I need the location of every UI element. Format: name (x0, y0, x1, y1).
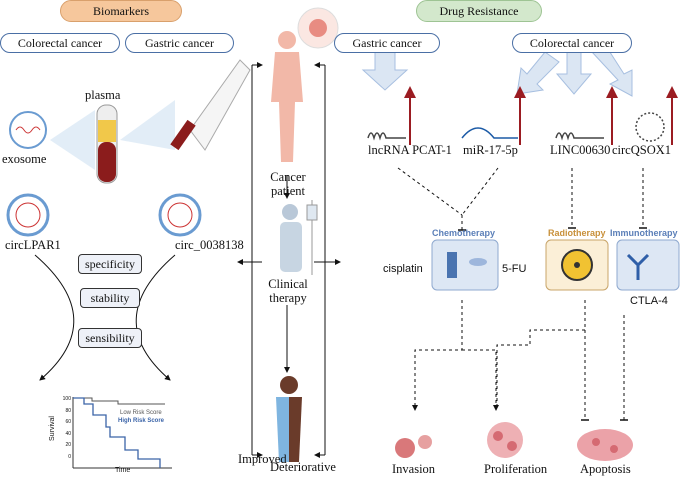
high-risk-line (73, 397, 161, 468)
cisplatin-label: cisplatin (383, 263, 423, 275)
exosome-icon (6, 193, 50, 237)
property-stability: stability (80, 288, 140, 308)
clinical-therapy-icon (280, 200, 318, 275)
improved-label: Improved (238, 452, 287, 466)
circ-0038138-label: circ_0038138 (175, 238, 244, 252)
exosome-icon (158, 193, 202, 237)
outcome-person-icon (276, 376, 302, 462)
immunotherapy-label: Immunotherapy (610, 228, 678, 238)
radiotherapy-label: Radiotherapy (548, 228, 606, 238)
5fu-label: 5-FU (502, 263, 527, 275)
plasma-label: plasma (85, 88, 121, 102)
legend-low-risk: Low Risk Score (120, 410, 162, 416)
outcome-apoptosis: Apoptosis (580, 462, 631, 476)
outcome-proliferation: Proliferation (484, 462, 548, 476)
outcome-invasion: Invasion (392, 462, 436, 476)
big-arrow (361, 51, 409, 91)
chemotherapy-box (431, 239, 499, 291)
tab-colorectal-cancer[interactable]: Colorectal cancer (0, 33, 120, 53)
light-beam (50, 110, 95, 170)
circlpar1-label: circLPAR1 (5, 238, 61, 252)
cancer-patient-icon (271, 7, 339, 162)
chemotherapy-label: Chemotherapy (432, 228, 496, 238)
rna-lncrna-pcat1: lncRNA PCAT-1 (368, 143, 452, 157)
km-ylabel: Survival (48, 416, 56, 441)
antibody-icon (626, 253, 650, 280)
clinical-therapy-label: Clinical therapy (268, 277, 308, 305)
ctla4-label: CTLA-4 (630, 295, 668, 307)
drug-resistance-title: Drug Resistance (416, 0, 542, 22)
invasion-icon (395, 435, 432, 458)
big-arrow (516, 51, 560, 95)
immunotherapy-box (616, 239, 680, 291)
rna-mir-17-5p: miR-17-5p (463, 143, 518, 157)
rna-circqsox1: circQSOX1 (612, 143, 672, 157)
apoptosis-icon (577, 429, 633, 461)
cancer-patient-label: Cancer patient (270, 170, 306, 198)
property-sensibility: sensibility (78, 328, 142, 348)
tab-gastric-cancer[interactable]: Gastric cancer (125, 33, 234, 53)
rna-linc00630: LINC00630 (550, 143, 611, 157)
tab-gastric-cancer-right[interactable]: Gastric cancer (334, 33, 440, 53)
light-beam (120, 100, 175, 150)
exosome-label: exosome (2, 152, 47, 166)
low-risk-line (73, 397, 165, 405)
biomarkers-title: Biomarkers (60, 0, 182, 22)
deteriorative-label: Deteriorative (270, 460, 336, 474)
km-xlabel: Time (115, 467, 131, 474)
km-plot (72, 397, 172, 469)
arm-blood-draw-icon (170, 59, 251, 151)
exosome-icon (9, 111, 47, 149)
legend-high-risk: High Risk Score (118, 418, 165, 424)
tab-colorectal-cancer-right[interactable]: Colorectal cancer (512, 33, 632, 53)
plasma-tube-icon (96, 104, 118, 184)
property-specificity: specificity (78, 254, 142, 274)
rna-icons (367, 112, 665, 142)
big-arrow (555, 51, 593, 95)
proliferation-icon (487, 422, 523, 458)
